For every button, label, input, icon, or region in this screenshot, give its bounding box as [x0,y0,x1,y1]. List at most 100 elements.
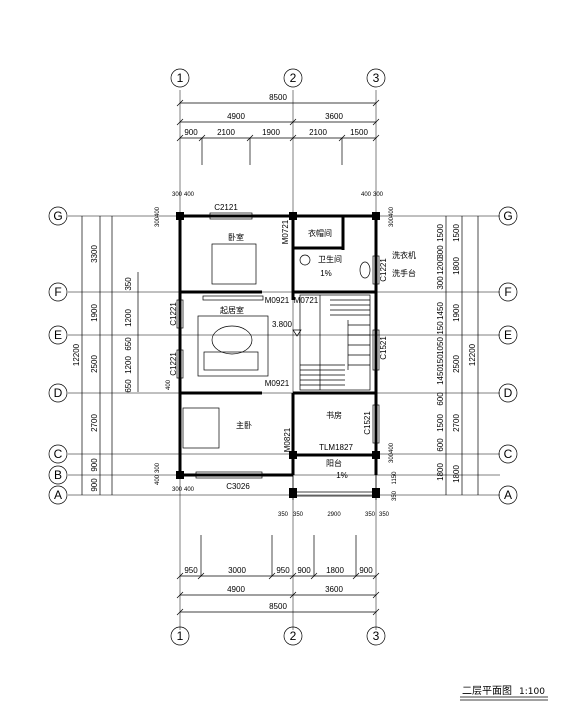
dim-top-mid-2: 3600 [325,112,343,121]
axis-G-left: G [53,209,62,223]
dim-small-8: 300 [389,216,395,227]
axis-A-right: A [504,488,512,502]
axis-bubbles-top: 1 2 3 [170,68,386,88]
dim-small-16: 400 [184,487,195,493]
dim-bottom-detail-4: 900 [297,566,311,575]
dim-right-inner-3: 1200 [436,257,445,275]
dim-small-19: 300 [155,462,161,473]
dim-right-inner-13: 1800 [436,463,445,481]
room-labels: 卧室 衣帽间 卫生间 1% 洗衣机 洗手台 起居室 3.800 主卧 书房 阳台… [220,228,416,480]
dim-bottom-total: 8500 [269,602,287,611]
title-name: 二层平面图 [462,685,512,697]
room-study: 书房 [326,410,342,420]
right-dimensions: 1500 300 1200 300 1450 150 1050 150 1450… [436,216,479,495]
axis-C-right: C [504,447,513,461]
left-dimensions: 12200 3300 1900 2500 2700 900 900 350 12… [72,216,139,495]
dim-left-3: 2500 [90,355,99,373]
dim-small-11: 350 [293,512,304,518]
dim-right-inner-7: 1050 [436,337,445,355]
dim-right-inner-12: 600 [436,438,445,452]
code-M0721-mid: M0721 [294,296,319,305]
dim-top-detail-4: 2100 [309,128,327,137]
dim-top-mid-1: 4900 [227,112,245,121]
dim-left-inner-3: 650 [124,337,133,351]
dim-small-15: 300 [172,487,183,493]
drawing-title: 二层平面图 1:100 [460,685,548,701]
columns [176,212,380,498]
room-bathroom: 卫生间 [318,254,342,264]
dim-bottom-detail-5: 1800 [326,566,344,575]
axis-D-left: D [54,386,63,400]
dim-left-inner-5: 650 [124,379,133,393]
dim-left-inner-4: 1200 [124,356,133,374]
code-C2121: C2121 [214,203,238,212]
axis-2-top: 2 [290,71,297,85]
walls [178,214,378,500]
dim-small-20: 400 [155,474,161,485]
axis-F-left: F [54,285,61,299]
dim-right-inner-9: 1450 [436,367,445,385]
axis-1-top: 1 [177,71,184,85]
dim-small-9: 400 [166,379,172,390]
dim-small-6: 300 [155,216,161,227]
dim-small-10: 350 [278,512,289,518]
dim-small-17: 1150 [392,471,398,485]
axis-3-top: 3 [373,71,380,85]
opening-codes: C2121 M0721 M0921 M0721 C1221 C1221 C122… [169,203,388,491]
code-C1221-lower: C1221 [169,352,178,376]
dim-right-total: 12200 [468,343,477,366]
dim-right-inner-8: 150 [436,354,445,368]
dim-left-inner-2: 1200 [124,309,133,327]
dim-small-5: 400 [155,206,161,217]
dim-small-7: 400 [389,206,395,217]
sofa-set [197,315,269,377]
dim-top-detail-2: 2100 [217,128,235,137]
dim-left-2: 1900 [90,304,99,322]
code-C1221-bath: C1221 [379,258,388,282]
axis-B-left: B [54,468,62,482]
dim-small-21: 400 [389,442,395,453]
room-sink: 洗手台 [392,268,416,278]
axis-G-right: G [503,209,512,223]
dim-right-6: 1800 [452,465,461,483]
dim-right-1: 1500 [452,224,461,242]
dim-left-5: 900 [90,458,99,472]
dim-right-3: 1900 [452,304,461,322]
dim-right-5: 2700 [452,414,461,432]
furniture [182,243,371,449]
dim-bottom-detail-1: 950 [184,566,198,575]
code-C3026: C3026 [226,482,250,491]
code-M0921-left: M0921 [265,296,290,305]
code-TLM1827: TLM1827 [319,443,353,452]
dim-bottom-mid-1: 4900 [227,585,245,594]
dim-small-13: 350 [365,512,376,518]
room-laundry: 洗衣机 [392,250,416,260]
axis-bubbles-bottom: 1 2 3 [170,626,386,646]
bottom-dimensions: 950 3000 950 900 1800 900 4900 3600 8500 [176,535,380,616]
dim-small-12: 2900 [327,512,341,518]
room-balcony-slope: 1% [336,471,348,480]
dim-bottom-detail-2: 3000 [228,566,246,575]
room-balcony: 阳台 [326,458,342,468]
code-C1221-upper: C1221 [169,302,178,326]
dim-bottom-detail-6: 900 [359,566,373,575]
dim-right-inner-4: 300 [436,276,445,290]
dim-small-1: 300 [172,192,183,198]
dim-small-2: 400 [184,192,195,198]
room-level: 3.800 [272,320,293,329]
code-M0821: M0821 [283,427,292,452]
dim-top-detail-5: 1500 [350,128,368,137]
dim-left-4: 2700 [90,414,99,432]
dim-small-22: 300 [389,452,395,463]
axis-bubbles-left: G F E D C B A [48,206,68,505]
dim-small-4: 300 [373,192,384,198]
axis-E-left: E [54,328,62,342]
bed-master [182,407,220,449]
axis-F-right: F [504,285,511,299]
dim-small-3: 400 [361,192,372,198]
dim-right-inner-5: 1450 [436,302,445,320]
top-dimensions: 8500 4900 3600 900 2100 1900 2100 1500 [176,93,380,165]
axis-bubbles-right: G F E D C A [498,206,518,505]
dim-right-inner-10: 600 [436,392,445,406]
room-bath-slope: 1% [320,269,332,278]
